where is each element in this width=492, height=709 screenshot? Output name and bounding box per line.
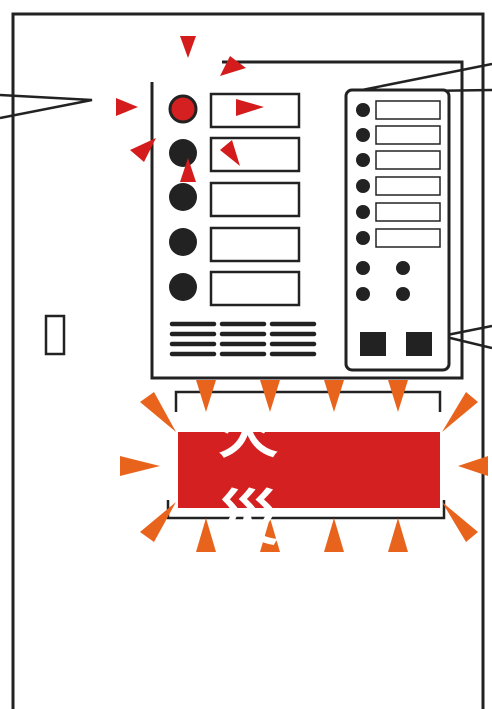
small-window bbox=[376, 101, 440, 119]
indicator-lamp bbox=[169, 139, 197, 167]
small-window bbox=[376, 126, 440, 144]
small-lamp bbox=[356, 287, 370, 301]
small-window bbox=[376, 229, 440, 247]
small-lamp bbox=[356, 205, 370, 219]
indicator-window bbox=[211, 228, 299, 261]
indicator-window bbox=[211, 183, 299, 216]
control-button bbox=[406, 332, 432, 356]
right-sub-panel bbox=[346, 90, 449, 370]
fire-indicator-lamp bbox=[170, 96, 196, 122]
small-window bbox=[376, 203, 440, 221]
indicator-lamp bbox=[169, 228, 197, 256]
indicator-window bbox=[211, 272, 299, 305]
indicator-window bbox=[211, 138, 299, 171]
small-lamp bbox=[356, 261, 370, 275]
small-lamp bbox=[356, 179, 370, 193]
small-lamp bbox=[356, 231, 370, 245]
control-button bbox=[360, 332, 386, 356]
small-lamp bbox=[356, 153, 370, 167]
small-lamp bbox=[356, 103, 370, 117]
lock-slot bbox=[46, 316, 64, 354]
small-lamp bbox=[356, 128, 370, 142]
fire-alarm-label: 火 災 bbox=[178, 432, 440, 508]
indicator-window bbox=[211, 94, 299, 127]
small-window bbox=[376, 177, 440, 195]
small-lamp bbox=[396, 287, 410, 301]
small-window bbox=[376, 151, 440, 169]
indicator-lamp bbox=[169, 273, 197, 301]
indicator-lamp bbox=[169, 183, 197, 211]
small-lamp bbox=[396, 261, 410, 275]
